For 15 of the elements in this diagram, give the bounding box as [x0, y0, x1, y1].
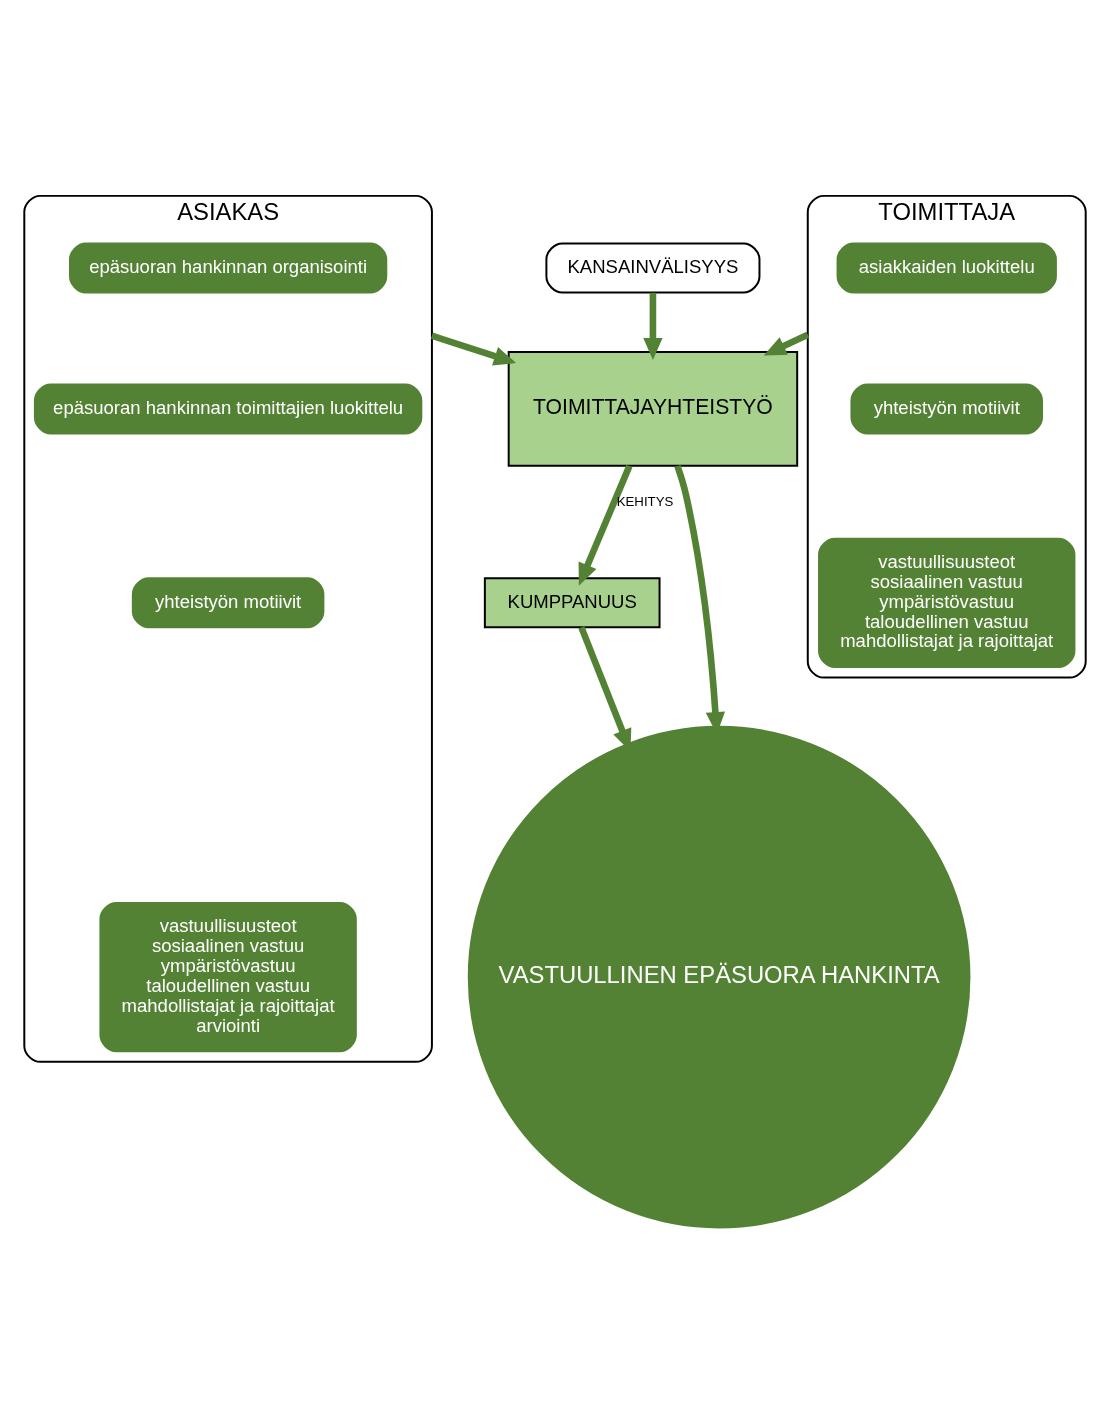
edge-label: KEHITYS: [616, 493, 674, 509]
node-box: epäsuoran hankinnan toimittajien luokittelu: [33, 382, 423, 434]
node-box: yhteistyön motiivit: [850, 382, 1043, 434]
node-box: epäsuoran hankinnan organisointi: [68, 242, 388, 293]
node-box: asiakkaiden luokittelu: [836, 242, 1057, 293]
arrow: [578, 464, 633, 586]
node-box: TOIMITTAJAYHTEISTYÖ: [507, 350, 799, 467]
arrow: [430, 332, 517, 365]
node-box: KANSAINVÄLISYYS: [545, 242, 761, 293]
arrow: [643, 292, 663, 360]
arrow: [763, 331, 810, 355]
node-box: vastuullisuusteot sosiaalinen vastuu ympäristövastuu taloudellinen vastuu mahdollistajat ja rajoittajat: [818, 537, 1076, 668]
node-box: KUMPPANUUS: [483, 576, 661, 628]
node-box: yhteistyön motiivit: [131, 576, 325, 628]
node-box: vastuullisuusteot sosiaalinen vastuu ympäristövastuu taloudellinen vastuu mahdollistajat ja rajoittajat arviointi: [99, 901, 357, 1052]
